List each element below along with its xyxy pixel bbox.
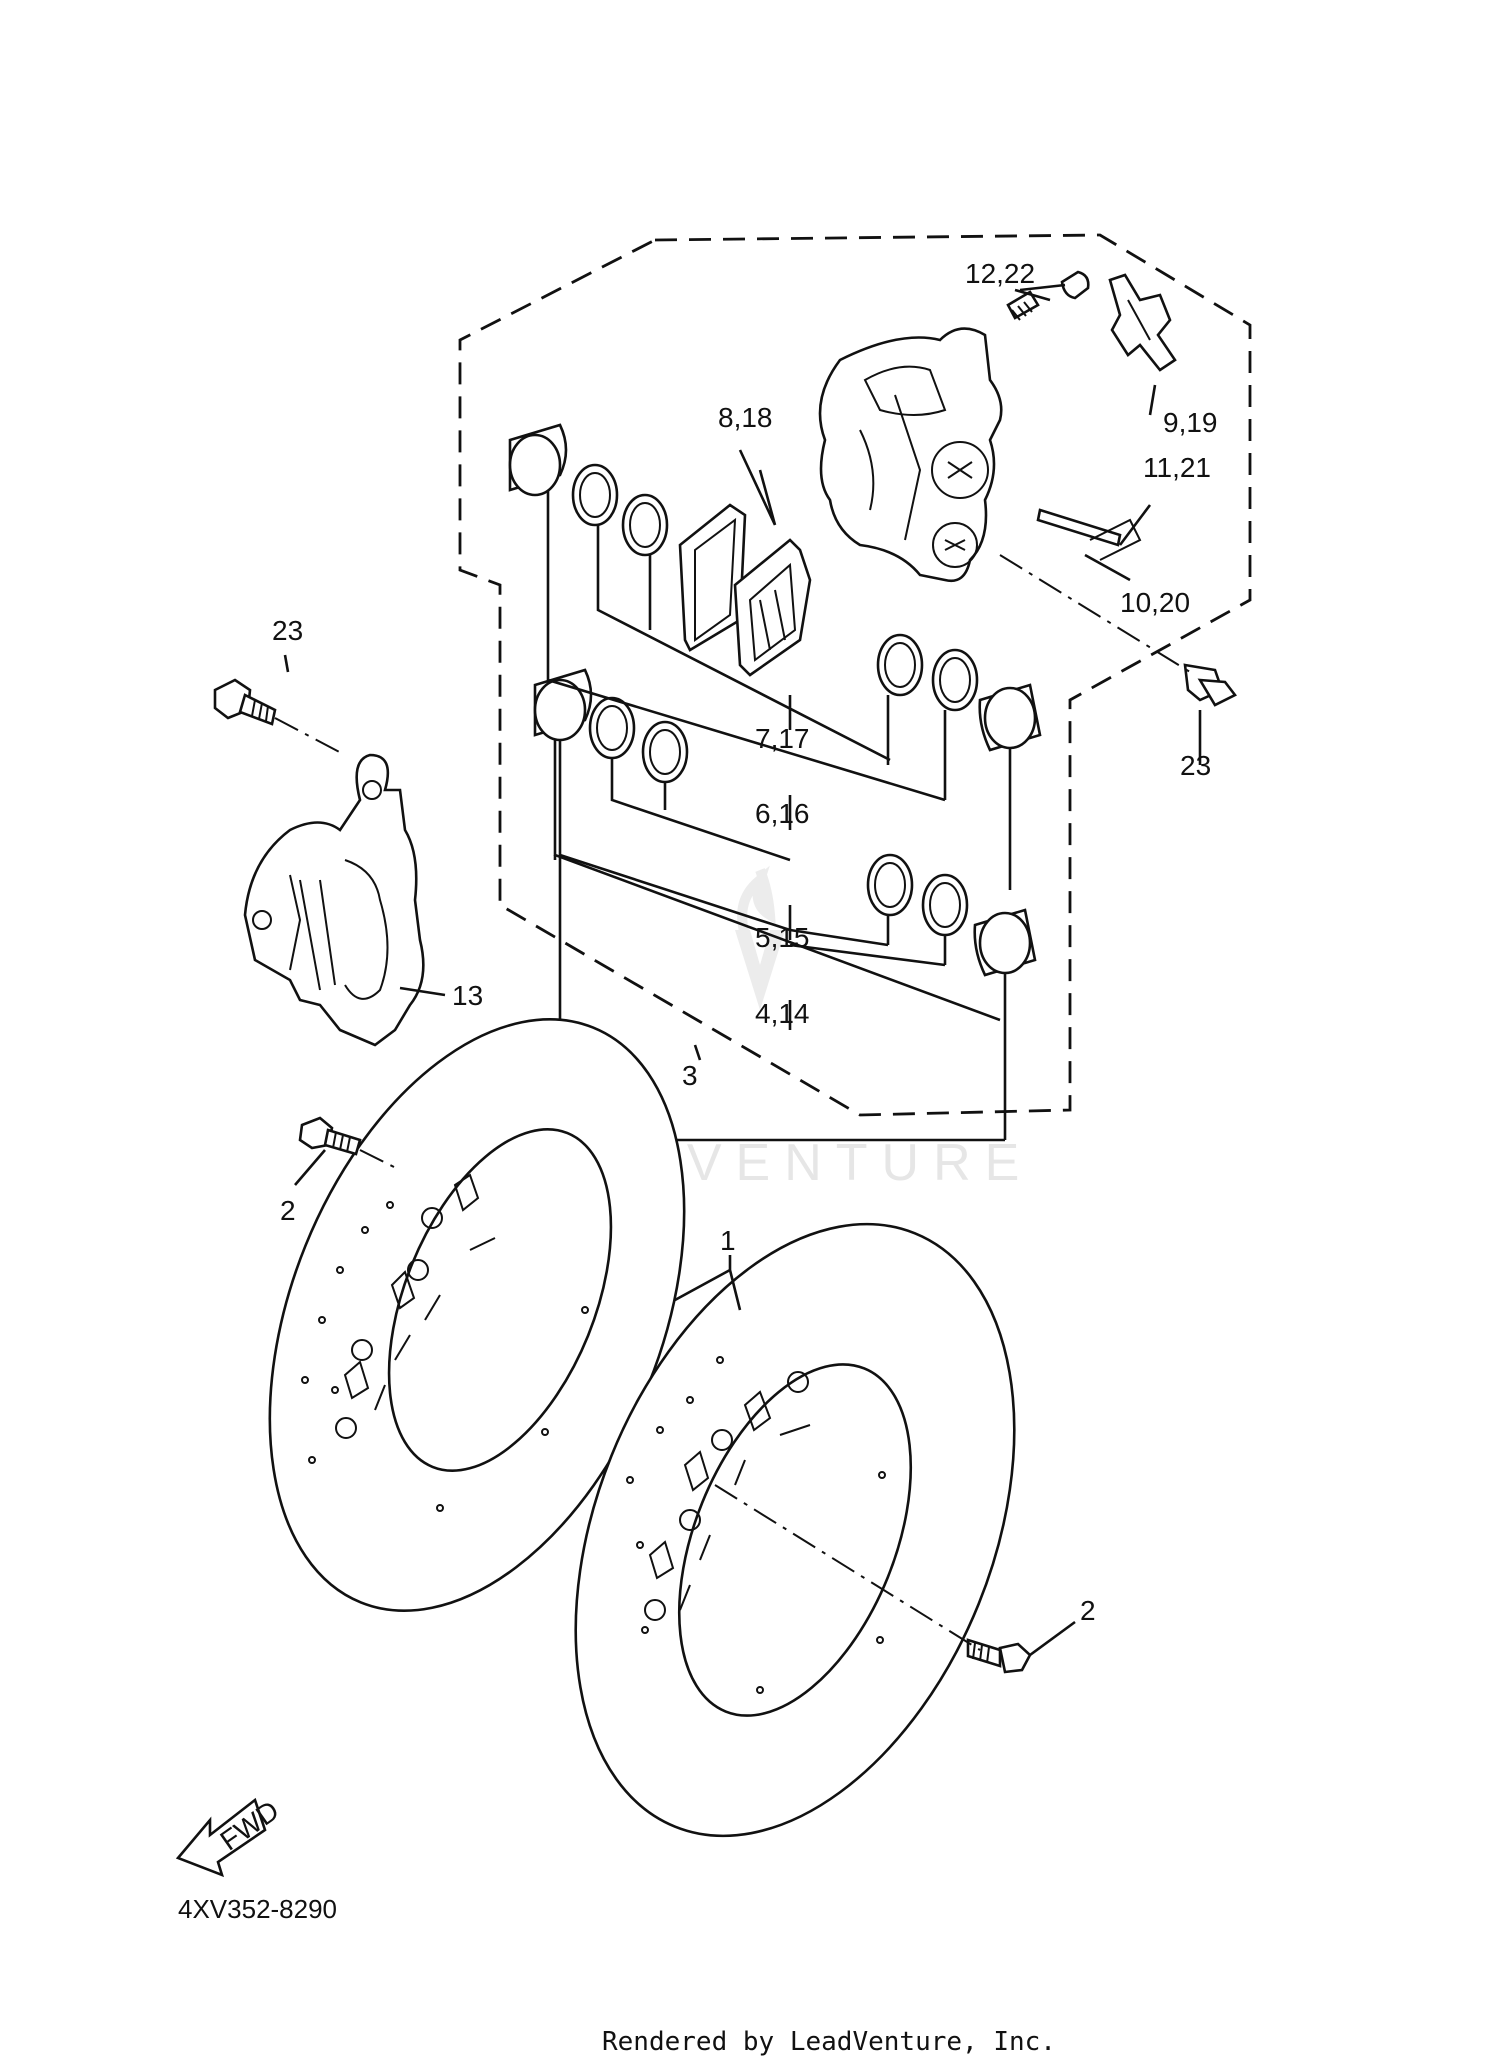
callout-13: 13: [452, 980, 483, 1011]
piston-top-left: [508, 423, 568, 497]
bolt-2-right: [966, 1638, 1032, 1674]
callout-7-17: 7,17: [755, 723, 810, 754]
bolt-23-left: [213, 678, 277, 726]
caliper-assembly-boundary: [458, 233, 1252, 1117]
caliper-assembled-left: [243, 753, 425, 1047]
pad-spring: [1108, 273, 1177, 372]
leader-1: [674, 1255, 742, 1311]
footer-credit: Rendered by LeadVenture, Inc.: [602, 2027, 1056, 2057]
callout-2-left: 2: [280, 1195, 296, 1226]
callout-6-16: 6,16: [755, 798, 810, 829]
bolt-23-right: [1183, 663, 1237, 707]
callout-5-15: 5,15: [755, 922, 810, 953]
piston-mid-right: [978, 683, 1042, 752]
callout-2-right: 2: [1080, 1595, 1096, 1626]
callout-10-20: 10,20: [1120, 587, 1190, 618]
piston-low-right: [973, 908, 1037, 977]
callout-4-14: 4,14: [755, 998, 810, 1029]
brake-disc-left: [268, 1018, 686, 1612]
bolt-2-left: [298, 1116, 362, 1156]
callout-1: 1: [720, 1225, 736, 1256]
fwd-arrow-icon: FWD: [175, 1795, 284, 1878]
diagram-code: 4XV352-8290: [178, 1894, 337, 1924]
brake-pad-set: [678, 503, 812, 677]
brake-disc-right: [574, 1222, 1016, 1838]
piston-second-left: [533, 668, 593, 742]
pad-pin: [1036, 508, 1142, 561]
callout-23-right: 23: [1180, 750, 1211, 781]
caliper-body-right: [818, 327, 1003, 583]
callout-9-19: 9,19: [1163, 407, 1218, 438]
callout-11-21: 11,21: [1143, 452, 1211, 483]
callout-12-22: 12,22: [965, 258, 1035, 289]
bleed-screw: [1006, 270, 1090, 321]
callout-8-18: 8,18: [718, 402, 773, 433]
callout-3: 3: [682, 1060, 698, 1091]
callout-23-left: 23: [272, 615, 303, 646]
